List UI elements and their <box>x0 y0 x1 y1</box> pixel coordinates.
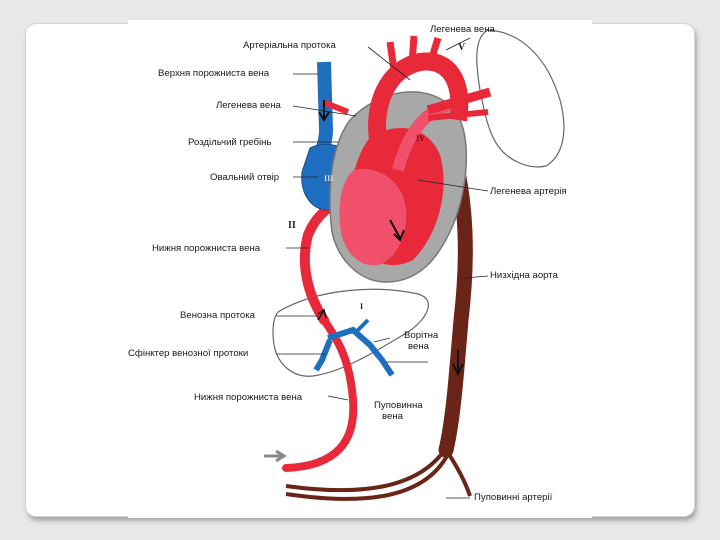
label-umbilical-vein-line1: Пуповинна <box>374 400 423 411</box>
label-crista-dividens: Роздільчий гребінь <box>188 137 271 148</box>
numeral-iv: IV <box>416 134 425 143</box>
label-superior-vena-cava: Верхня порожниста вена <box>158 68 269 79</box>
label-portal-vein-line2: вена <box>408 341 429 352</box>
label-ductus-arteriosus: Артеріальна протока <box>243 40 336 51</box>
label-pulmonary-vein-top: Легенева вена <box>430 24 495 35</box>
umbilical-artery-2 <box>286 450 450 499</box>
aorta-branch-2 <box>412 36 414 64</box>
label-pulmonary-artery: Легенева артерія <box>490 186 567 197</box>
label-portal-vein-line1: Ворітна <box>404 330 438 341</box>
label-ductus-venosus-sphincter: Сфінктер венозної протоки <box>128 348 248 359</box>
label-ductus-venosus: Венозна протока <box>180 310 255 321</box>
label-foramen-ovale: Овальний отвір <box>210 172 279 183</box>
label-inferior-vena-cava-lower: Нижня порожниста вена <box>194 392 302 403</box>
fetal-circulation-diagram: Легенева вена Артеріальна протока Верхня… <box>128 20 592 518</box>
umbilical-artery-3 <box>446 450 470 496</box>
umbilical-entry-arrow <box>264 451 284 461</box>
numeral-v: V <box>458 42 465 53</box>
lung-outline <box>477 30 564 167</box>
label-pulmonary-vein-left: Легенева вена <box>216 100 281 111</box>
label-umbilical-arteries: Пуповинні артерії <box>474 492 552 503</box>
circulation-illustration <box>128 20 592 518</box>
label-descending-aorta: Низхідна аорта <box>490 270 558 281</box>
numeral-iii: III <box>324 174 333 183</box>
label-umbilical-vein-line2: вена <box>382 411 403 422</box>
label-inferior-vena-cava-upper: Нижня порожниста вена <box>152 243 260 254</box>
numeral-ii: II <box>288 220 296 231</box>
numeral-i: I <box>360 302 363 311</box>
